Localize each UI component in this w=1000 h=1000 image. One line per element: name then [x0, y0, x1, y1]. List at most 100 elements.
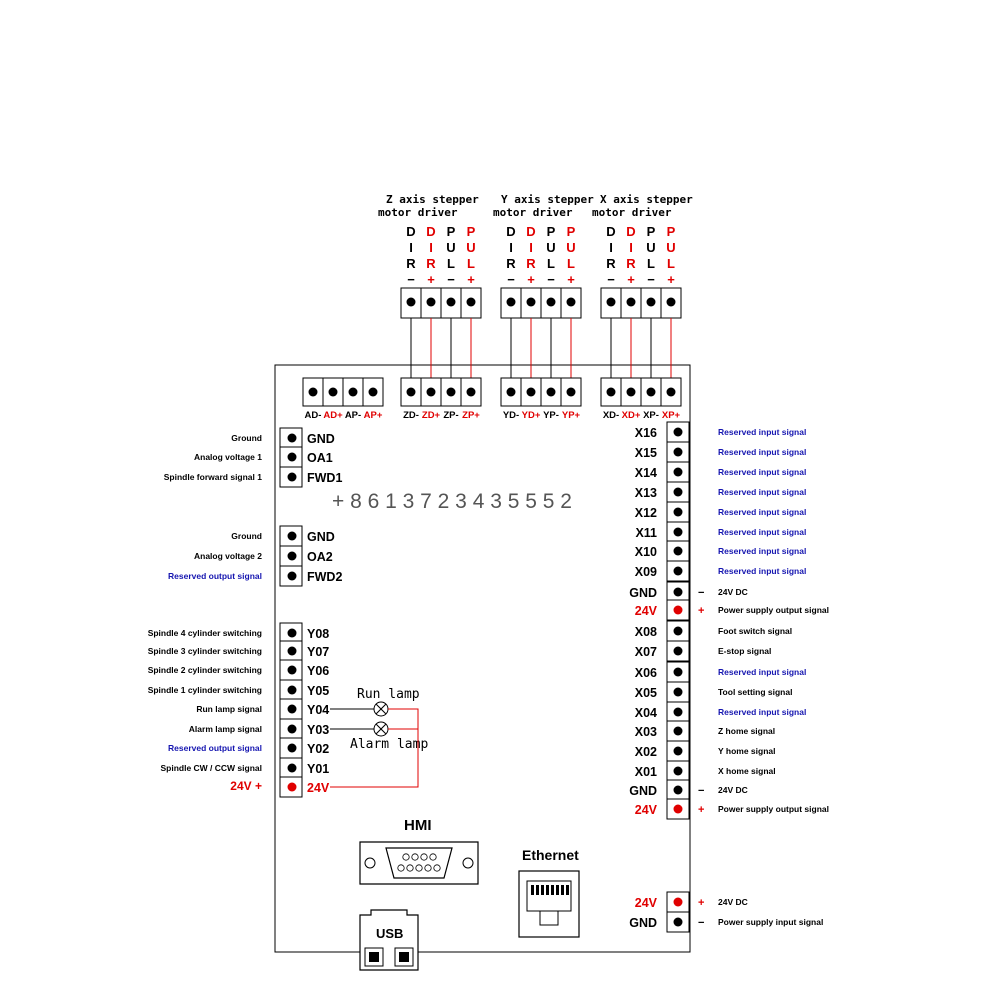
pin-description: Z home signal	[718, 726, 775, 736]
connector-label: ZP-	[443, 410, 458, 421]
terminal-pin	[673, 626, 683, 636]
connector-label: YD-	[503, 410, 519, 421]
terminal-pin	[287, 571, 297, 581]
signal-letter: +	[527, 272, 535, 287]
signal-letter: L	[647, 256, 655, 271]
terminal-pin	[646, 387, 656, 397]
pin-label: Y06	[307, 664, 329, 678]
signal-letter: −	[507, 272, 515, 287]
signal-letter: I	[509, 240, 513, 255]
signal-letter: D	[506, 224, 515, 239]
pin-label: X10	[635, 545, 657, 559]
pin-label: 24V	[635, 896, 658, 910]
terminal-pin	[328, 387, 338, 397]
pin-label: OA1	[307, 451, 333, 465]
terminal-pin	[673, 566, 683, 576]
pin-description: Spindle 2 cylinder switching	[148, 665, 262, 675]
signal-letter: D	[406, 224, 415, 239]
terminal-pin	[287, 628, 297, 638]
pin-label: Y07	[307, 645, 329, 659]
board-connector: AD-AD+AP-AP+	[302, 377, 384, 421]
alarm-lamp-icon	[373, 721, 389, 737]
pin-description: Reserved input signal	[718, 427, 806, 437]
signal-letter: U	[566, 240, 575, 255]
terminal-pin	[287, 665, 297, 675]
pin-label: 24V	[635, 604, 658, 618]
terminal-pin	[426, 297, 436, 307]
pin-label: X08	[635, 625, 657, 639]
terminal-pin	[406, 297, 416, 307]
right-terminal-row: 24V+Power supply output signal	[635, 599, 829, 621]
connector-label: AP+	[364, 410, 383, 421]
terminal-pin	[673, 527, 683, 537]
connector-label: AD-	[305, 410, 322, 421]
pin-description: Analog voltage 2	[194, 551, 262, 561]
pin-description: Reserved input signal	[718, 507, 806, 517]
connector-label: YP+	[562, 410, 581, 421]
signal-letter: R	[426, 256, 436, 271]
controller-board	[274, 364, 691, 953]
pin-label: GND	[307, 432, 335, 446]
signal-letter: L	[667, 256, 675, 271]
signal-letter: P	[567, 224, 576, 239]
alarm-lamp-label: Alarm lamp	[350, 737, 428, 752]
signal-letter: +	[627, 272, 635, 287]
terminal-pin	[673, 546, 683, 556]
pin-description: Reserved input signal	[718, 566, 806, 576]
pin-label: 24V	[307, 781, 330, 795]
pin-description: Spindle forward signal 1	[164, 472, 263, 482]
terminal-pin	[546, 387, 556, 397]
connector-label: AD+	[323, 410, 343, 421]
connector-label: YD+	[522, 410, 541, 421]
polarity-sign: +	[698, 605, 704, 617]
pin-description: Foot switch signal	[718, 626, 792, 636]
pin-label: X14	[635, 466, 657, 480]
pin-label: X12	[635, 506, 657, 520]
terminal-pin	[646, 297, 656, 307]
connector-label: ZD+	[422, 410, 441, 421]
connector-label: YP-	[543, 410, 559, 421]
signal-letter: −	[607, 272, 615, 287]
pin-description: Tool setting signal	[718, 687, 792, 697]
pin-description: Power supply input signal	[718, 917, 823, 927]
pin-description: Ground	[231, 531, 262, 541]
pin-description: Alarm lamp signal	[189, 724, 262, 734]
pin-label: Y04	[307, 703, 329, 717]
pin-label: X13	[635, 486, 657, 500]
pin-description: Reserved input signal	[718, 707, 806, 717]
signal-letter: L	[447, 256, 455, 271]
pin-label: X06	[635, 666, 657, 680]
pin-description: Y home signal	[718, 746, 775, 756]
phone-digits: + 8 6 1 3 7 2 3 4 3 5 5 5 2	[332, 490, 572, 513]
terminal-pin	[506, 297, 516, 307]
signal-letter: I	[429, 240, 433, 255]
ethernet-label: Ethernet	[522, 847, 579, 863]
run-lamp-label: Run lamp	[357, 687, 420, 702]
polarity-sign: +	[698, 897, 704, 909]
terminal-pin	[673, 646, 683, 656]
left-terminal-row: Y03 Alarm lamp signal	[189, 718, 329, 740]
pin-label: FWD1	[307, 471, 342, 485]
pin-label: 24V	[635, 803, 658, 817]
signal-letter: D	[626, 224, 635, 239]
pin-label: Y03	[307, 723, 329, 737]
signal-letter: L	[547, 256, 555, 271]
terminal-pin	[287, 782, 297, 792]
pin-label: Y02	[307, 742, 329, 756]
terminal-pin	[287, 452, 297, 462]
pin-label: GND	[629, 916, 657, 930]
